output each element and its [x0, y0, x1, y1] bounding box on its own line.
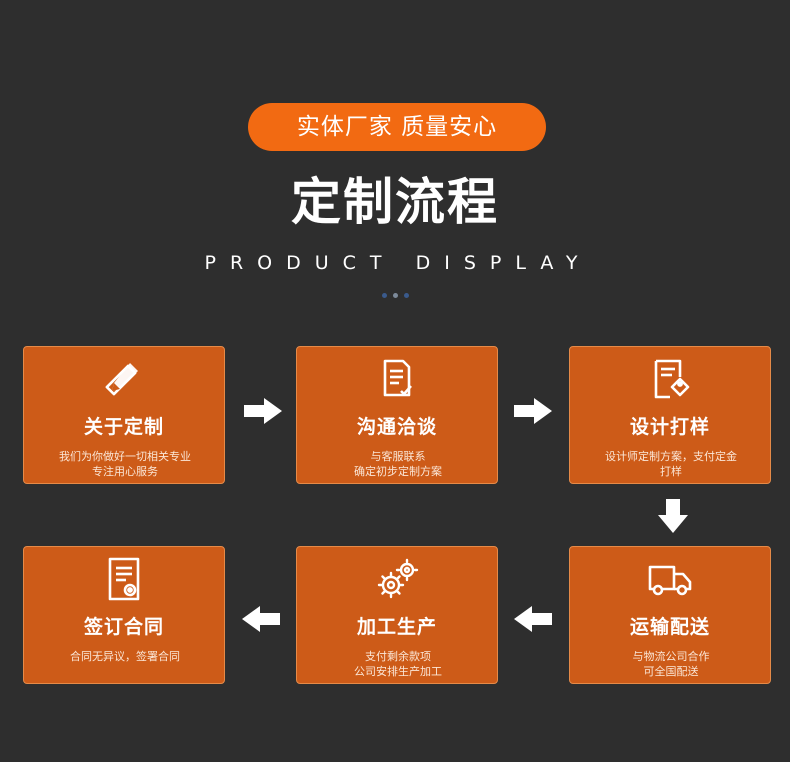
- dot-icon: [393, 293, 398, 298]
- step-description-line: 确定初步定制方案: [354, 465, 442, 478]
- step-description: 我们为你做好一切相关专业 专注用心服务: [34, 449, 216, 479]
- step-description: 设计师定制方案，支付定金 打样: [580, 449, 762, 479]
- dot-icon: [404, 293, 409, 298]
- step-card-production: 加工生产 支付剩余款项 公司安排生产加工: [296, 546, 498, 684]
- step-description-line: 可全国配送: [643, 665, 699, 678]
- dot-icon: [382, 293, 387, 298]
- step-card-delivery: 运输配送 与物流公司合作 可全国配送: [569, 546, 771, 684]
- step-description: 支付剩余款项 公司安排生产加工: [307, 649, 489, 679]
- step-description-line: 专注用心服务: [92, 465, 158, 478]
- step-card-negotiation: 沟通洽谈 与客服联系 确定初步定制方案: [296, 346, 498, 484]
- step-card-customization: 关于定制 我们为你做好一切相关专业 专注用心服务: [23, 346, 225, 484]
- step-description-line: 合同无异议，签署合同: [70, 650, 180, 663]
- step-description-line: 与物流公司合作: [632, 650, 710, 663]
- step-card-design-sample: 设计打样 设计师定制方案，支付定金 打样: [569, 346, 771, 484]
- step-description: 与客服联系 确定初步定制方案: [307, 449, 489, 479]
- step-card-contract: 签订合同 合同无异议，签署合同: [23, 546, 225, 684]
- document-edit-icon: [297, 355, 497, 403]
- step-description: 与物流公司合作 可全国配送: [580, 649, 762, 679]
- page-subtitle: PRODUCT DISPLAY: [204, 252, 592, 274]
- step-title: 加工生产: [356, 616, 437, 638]
- step-title: 沟通洽谈: [356, 416, 437, 438]
- arrow-left-icon: [242, 606, 280, 632]
- step-description-line: 与客服联系: [370, 450, 426, 463]
- page-title: 定制流程: [291, 173, 499, 231]
- arrow-down-icon: [658, 499, 688, 533]
- step-description-line: 设计师定制方案，支付定金: [605, 450, 737, 463]
- step-description-line: 支付剩余款项: [365, 650, 431, 663]
- delivery-truck-icon: [570, 555, 770, 603]
- step-title: 签订合同: [83, 616, 164, 638]
- pencil-ruler-icon: [24, 355, 224, 403]
- contract-document-icon: [24, 555, 224, 603]
- step-title: 运输配送: [629, 616, 710, 638]
- slogan-badge: 实体厂家 质量安心: [248, 103, 546, 151]
- arrow-left-icon: [514, 606, 552, 632]
- design-tag-icon: [570, 355, 770, 403]
- step-description-line: 我们为你做好一切相关专业: [59, 450, 191, 463]
- gears-icon: [297, 555, 497, 603]
- step-description-line: 打样: [660, 465, 682, 478]
- arrow-right-icon: [514, 398, 552, 424]
- arrow-right-icon: [244, 398, 282, 424]
- step-description-line: 公司安排生产加工: [354, 665, 442, 678]
- step-description: 合同无异议，签署合同: [34, 649, 216, 664]
- step-title: 设计打样: [629, 416, 710, 438]
- step-title: 关于定制: [83, 416, 164, 438]
- decorative-dots: [380, 293, 412, 299]
